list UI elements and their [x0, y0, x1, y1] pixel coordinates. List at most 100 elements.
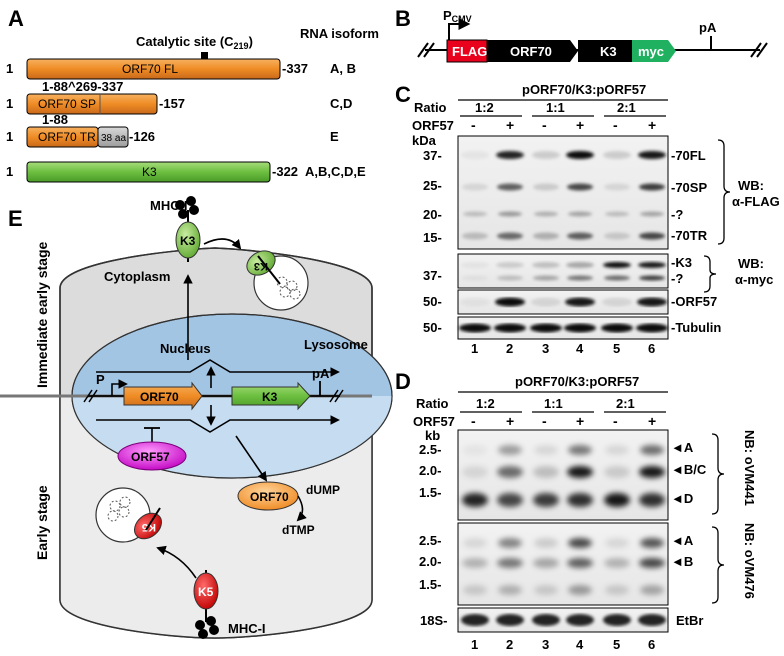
band-tubulin-lane-6 [636, 323, 668, 333]
nb1-band-d-lane-4 [567, 493, 593, 507]
panel-label-a: A [8, 6, 24, 31]
sign-3: - [542, 413, 547, 429]
d-ratio-2: 1:1 [544, 396, 563, 411]
panel-e: E Cytoplasm Nucleus Lysosome Immediate e… [0, 196, 393, 639]
lysosome-label: Lysosome [304, 337, 368, 352]
d-marker-20b: 2.0- [419, 554, 441, 569]
transcript-bottom [96, 415, 340, 433]
sign-5: - [613, 117, 618, 133]
orf70-fl-bar [26, 58, 281, 80]
d-nb-441: NB: oVM441 [742, 430, 757, 506]
band-70fl-lane-2 [496, 151, 524, 159]
orf70-arrow-box [487, 40, 578, 62]
band-myc-unknown-lane-6 [639, 275, 665, 281]
rna-isoform-header: RNA isoform [300, 26, 379, 41]
band-70tr-lane-2 [497, 232, 523, 240]
band-unknown-lane-5 [605, 211, 629, 217]
nb1-band-a-lane-1 [463, 445, 487, 455]
band-tubulin-lane-3 [530, 323, 562, 333]
row2-isoform: C,D [330, 96, 352, 111]
band-70tr-lane-5 [604, 232, 630, 240]
band-orf57-lane-2 [495, 297, 525, 307]
band-70tr-lane-4 [567, 232, 593, 240]
band-orf57-lane-1 [460, 297, 490, 307]
c-bands-orf57 [460, 297, 667, 307]
band-unknown-lane-2 [498, 211, 522, 217]
nb2-band-b-lane-2 [497, 558, 523, 568]
row1-end: -337 [282, 61, 308, 76]
orf57-protein [117, 441, 187, 471]
nb1-band-d-lane-3 [533, 493, 559, 507]
nb1-band-a-lane-6 [640, 445, 664, 455]
c-bands-myc [461, 262, 666, 281]
lane-number-6: 6 [648, 341, 655, 356]
sign-3: - [542, 117, 547, 133]
panel-b: B PCMV FLAG ORF70 K3 myc pA [395, 6, 768, 63]
promoter-arrow-e [111, 379, 128, 396]
band-unknown-lane-3 [534, 211, 558, 217]
d-header: pORF70/K3:pORF57 [515, 374, 639, 389]
sign-6: + [648, 117, 656, 133]
c-band-70tr: -70TR [671, 228, 708, 243]
nb2-band-low-lane-3 [534, 585, 558, 595]
c-wb-myc-1: WB: [738, 256, 764, 271]
lane-number-1: 1 [471, 341, 478, 356]
d-blot-441 [457, 429, 669, 521]
d-marker-15a: 1.5- [419, 485, 441, 500]
band-tubulin-lane-2 [494, 323, 526, 333]
nb2-band-b-lane-6 [639, 558, 665, 568]
promoter-label-e: P [96, 372, 105, 387]
band-70tr-lane-6 [639, 232, 665, 240]
d-band-d: ◄D [671, 491, 693, 506]
band-tubulin-lane-4 [564, 323, 596, 333]
band-myc-unknown-lane-5 [604, 275, 630, 281]
cmv-promoter-label: PCMV [443, 8, 472, 24]
c-wb-flag-2: α-FLAG [732, 194, 780, 209]
orf57-protein-label: ORF57 [131, 450, 170, 464]
lane-number-1: 1 [471, 637, 478, 652]
nb1-band-a-lane-4 [568, 445, 592, 455]
c-marker-20: 20- [423, 207, 442, 222]
nucleus-label: Nucleus [160, 341, 211, 356]
orf70-gene-arrow [123, 381, 203, 411]
sign-6: + [648, 413, 656, 429]
nb1-band-a-lane-3 [534, 445, 558, 455]
lane-number-6: 6 [648, 637, 655, 652]
nb2-band-a-lane-5 [605, 538, 629, 548]
band-70sp-lane-2 [497, 183, 523, 191]
band-70sp-lane-3 [533, 183, 559, 191]
c-band-70fl: -70FL [671, 148, 706, 163]
k3-membrane-label: K3 [180, 234, 196, 248]
band-orf57-lane-4 [565, 297, 595, 307]
c-orf57-label: ORF57 [412, 118, 454, 133]
c-ratio-2: 1:1 [546, 100, 565, 115]
k3-gene-label: K3 [262, 390, 278, 404]
orf70-protein-label: ORF70 [250, 490, 289, 504]
lane-number-3: 3 [542, 341, 549, 356]
lane-number-2: 2 [506, 341, 513, 356]
orf70-gene-label: ORF70 [140, 390, 179, 404]
extra-38aa-label: 38 aa [101, 133, 126, 144]
k3-box [578, 40, 632, 62]
sign-4: + [576, 413, 584, 429]
d-orf57-label: ORF57 [413, 414, 455, 429]
d-band-a1: ◄A [671, 440, 694, 455]
panel-label-c: C [395, 82, 411, 107]
band-myc-unknown-lane-2 [497, 275, 523, 281]
row4-isoform: A,B,C,D,E [305, 164, 366, 179]
orf70-sp-bar [26, 93, 158, 115]
c-band-orf57: -ORF57 [671, 294, 717, 309]
nb2-band-b-lane-4 [567, 558, 593, 568]
cmv-promoter-arrow [448, 18, 471, 40]
nb2-band-low-lane-2 [498, 585, 522, 595]
etbr-band-lane-1 [461, 614, 489, 626]
nb1-band-d-lane-6 [639, 493, 665, 507]
band-unknown-lane-1 [463, 211, 487, 217]
panel-a: A Catalytic site (C219) RNA isoform 1 OR… [6, 6, 379, 183]
d-bands-441 [462, 445, 665, 507]
d-etbr-label: EtBr [676, 613, 703, 628]
c-bands-flag [461, 151, 666, 240]
lane-number-4: 4 [576, 341, 584, 356]
